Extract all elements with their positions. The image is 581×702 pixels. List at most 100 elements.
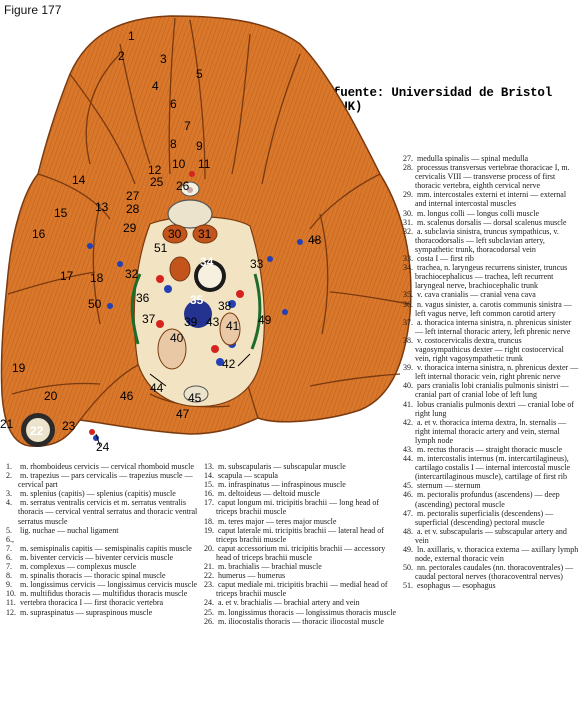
legend-entry: 26. m. iliocostalis thoracis — thoracic …: [204, 617, 400, 626]
legend-entry: 48. a. et v. subscapularis — subscapular…: [403, 527, 579, 545]
anatomy-illustration: [0, 15, 412, 447]
legend-entry-number: 43.: [403, 445, 413, 454]
legend-entry-number: 9.: [6, 580, 12, 590]
legend-entry: 6., 7. m. semispinalis capitis — semispi…: [6, 535, 198, 553]
legend-entry: 51. esophagus — esophagus: [403, 581, 579, 590]
legend-entry: 5. lig. nuchae — nuchal ligament: [6, 526, 198, 535]
legend-entry-text: m. multifidus thoracis — multifidus thor…: [18, 589, 188, 599]
legend-entry-text: trachea, n. laryngeus recurrens sinister…: [415, 263, 568, 291]
legend-entry: 47. m. pectoralis superficialis (descend…: [403, 509, 579, 527]
legend-entry-number: 38.: [403, 335, 413, 345]
legend-entry-text: m. longissimus thoracis — longissimus th…: [216, 607, 396, 617]
legend-entry-number: 3.: [6, 489, 12, 499]
legend-entry-number: 1.: [6, 462, 12, 471]
legend-entry-number: 13.: [204, 462, 214, 471]
legend-entry-number: 47.: [403, 508, 413, 518]
legend-entry-number: 17.: [204, 498, 214, 508]
legend-entry: 4. m. serratus ventralis cervicis et m. …: [6, 498, 198, 525]
legend-entry: 46. m. pectoralis profundus (ascendens) …: [403, 490, 579, 508]
legend-entry-text: m. pectoralis superficialis (descendens)…: [415, 508, 554, 527]
legend-column-middle: 13. m. subscapularis — subscapular muscl…: [204, 462, 400, 626]
legend-entry-number: 8.: [6, 571, 12, 581]
legend-entry-text: m. trapezius — pars cervicalis — trapezi…: [18, 471, 193, 490]
legend-entry-text: a. thoracica interna sinistra, n. phreni…: [415, 317, 572, 336]
legend-entry-number: 36.: [403, 299, 413, 309]
legend-entry-number: 25.: [204, 607, 214, 617]
legend-entry-text: m. rhomboideus cervicis — cervical rhomb…: [18, 462, 194, 471]
legend-entry-text: m. pectoralis profundus (ascendens) — de…: [415, 490, 560, 509]
legend-entry: 6. m. biventer cervicis — biventer cervi…: [6, 553, 198, 562]
legend-entry-text: medulla spinalis — spinal medulla: [415, 154, 529, 163]
legend-entry-number: 42.: [403, 417, 413, 427]
legend-entry-text: a. subclavia sinistra, truncus sympathic…: [415, 226, 559, 254]
legend-entry-number: 48.: [403, 526, 413, 536]
legend-entry-number: 6., 7.: [6, 534, 14, 553]
legend-entry: 44. m. intercostalis internus (m. interc…: [403, 454, 579, 481]
legend-entry: 43. m. rectus thoracis — straight thorac…: [403, 445, 579, 454]
figure-title: Figure 177: [4, 3, 62, 17]
legend-entry-number: 32.: [403, 226, 413, 236]
legend-entry-number: 21.: [204, 562, 214, 572]
legend-entry: 7. m. complexus — complexus muscle: [6, 562, 198, 571]
legend-entry: 34. trachea, n. laryngeus recurrens sini…: [403, 263, 579, 290]
legend-entry: 11. vertebra thoracica I — first thoraci…: [6, 598, 198, 607]
legend-entry-number: 7.: [6, 562, 12, 572]
legend-entry-text: m. longissimus cervicis — longissimus ce…: [18, 580, 198, 590]
legend-entry-number: 46.: [403, 490, 413, 500]
legend-entry-number: 2.: [6, 471, 12, 481]
legend-entry-text: m. semispinalis capitis — semispinalis c…: [18, 543, 192, 553]
legend-entry-number: 5.: [6, 525, 12, 535]
legend-entry: 28. processus transversus vertebrae thor…: [403, 163, 579, 190]
legend-entry: 14. scapula — scapula: [204, 471, 400, 480]
legend-entry-text: m. deltoideus — deltoid muscle: [216, 489, 320, 499]
legend-entry-number: 35.: [403, 290, 413, 300]
legend-entry-number: 30.: [403, 208, 413, 218]
legend-entry-number: 49.: [403, 545, 413, 555]
legend-entry: 10. m. multifidus thoracis — multifidus …: [6, 589, 198, 598]
legend-entry: 19. caput laterale mi. tricipitis brachi…: [204, 526, 400, 544]
legend-entry: 18. m. teres major — teres major muscle: [204, 517, 400, 526]
legend-entry: 13. m. subscapularis — subscapular muscl…: [204, 462, 400, 471]
legend-entry-text: m. brachialis — brachial muscle: [216, 562, 322, 572]
legend-entry-number: 28.: [403, 163, 413, 173]
legend-entry-text: m. infraspinatus — infraspinous muscle: [216, 480, 346, 490]
legend-entry-number: 22.: [204, 571, 214, 581]
legend-entry-text: lig. nuchae — nuchal ligament: [18, 525, 119, 535]
legend-entry-text: m. teres major — teres major muscle: [216, 516, 337, 526]
legend-entry-number: 23.: [204, 580, 214, 590]
legend-entry-text: m. scalenus dorsalis — dorsal scalenus m…: [415, 217, 567, 227]
legend-entry: 39. v. thoracica interna sinistra, n. ph…: [403, 363, 579, 381]
legend-entry-number: 6.: [6, 552, 12, 562]
legend-entry-text: m. complexus — complexus muscle: [18, 562, 137, 572]
legend-entry-text: n. vagus sinister, a. carotis communis s…: [415, 299, 572, 318]
legend-entry: 21. m. brachialis — brachial muscle: [204, 562, 400, 571]
legend-entry-number: 4.: [6, 498, 12, 508]
legend-entry: 1. m. rhomboideus cervicis — cervical rh…: [6, 462, 198, 471]
legend-entry-text: m. longus colli — longus colli muscle: [415, 208, 539, 218]
legend-entry-text: processus transversus vertebrae thoracic…: [415, 163, 570, 191]
legend-entry-text: ln. axillaris, v. thoracica externa — ax…: [415, 545, 579, 564]
legend-entry-text: mm. intercostales externi et interni — e…: [415, 190, 567, 209]
legend-entry: 33. costa I — first rib: [403, 254, 579, 263]
legend-entry-number: 29.: [403, 190, 413, 200]
legend-entry-number: 45.: [403, 481, 413, 491]
legend-entry: 37. a. thoracica interna sinistra, n. ph…: [403, 318, 579, 336]
legend-entry-text: sternum — sternum: [415, 481, 481, 491]
legend-entry-text: m. spinalis thoracis — thoracic spinal m…: [18, 571, 166, 581]
legend-entry: 38. v. costocervicalis dextra, truncus v…: [403, 336, 579, 363]
legend-entry-text: caput mediale mi. tricipitis brachii — m…: [216, 580, 388, 599]
legend-entry-text: a. et v. subscapularis — subscapular art…: [415, 526, 567, 545]
legend-entry-text: m. supraspinatus — supraspinous muscle: [18, 607, 153, 617]
legend-entry-number: 34.: [403, 263, 413, 273]
legend-entry-text: scapula — scapula: [216, 471, 278, 481]
legend-entry: 9. m. longissimus cervicis — longissimus…: [6, 580, 198, 589]
legend-entry-number: 11.: [6, 598, 16, 608]
legend-entry-number: 51.: [403, 581, 413, 591]
legend-entry-text: caput laterale mi. tricipitis brachii — …: [216, 525, 384, 544]
legend-entry: 16. m. deltoideus — deltoid muscle: [204, 489, 400, 498]
legend-entry-text: vertebra thoracica I — first thoracic ve…: [18, 598, 164, 608]
legend-entry-text: m. serratus ventralis cervicis et m. ser…: [18, 498, 198, 526]
legend-entry: 15. m. infraspinatus — infraspinous musc…: [204, 480, 400, 489]
legend-entry-number: 50.: [403, 563, 413, 573]
